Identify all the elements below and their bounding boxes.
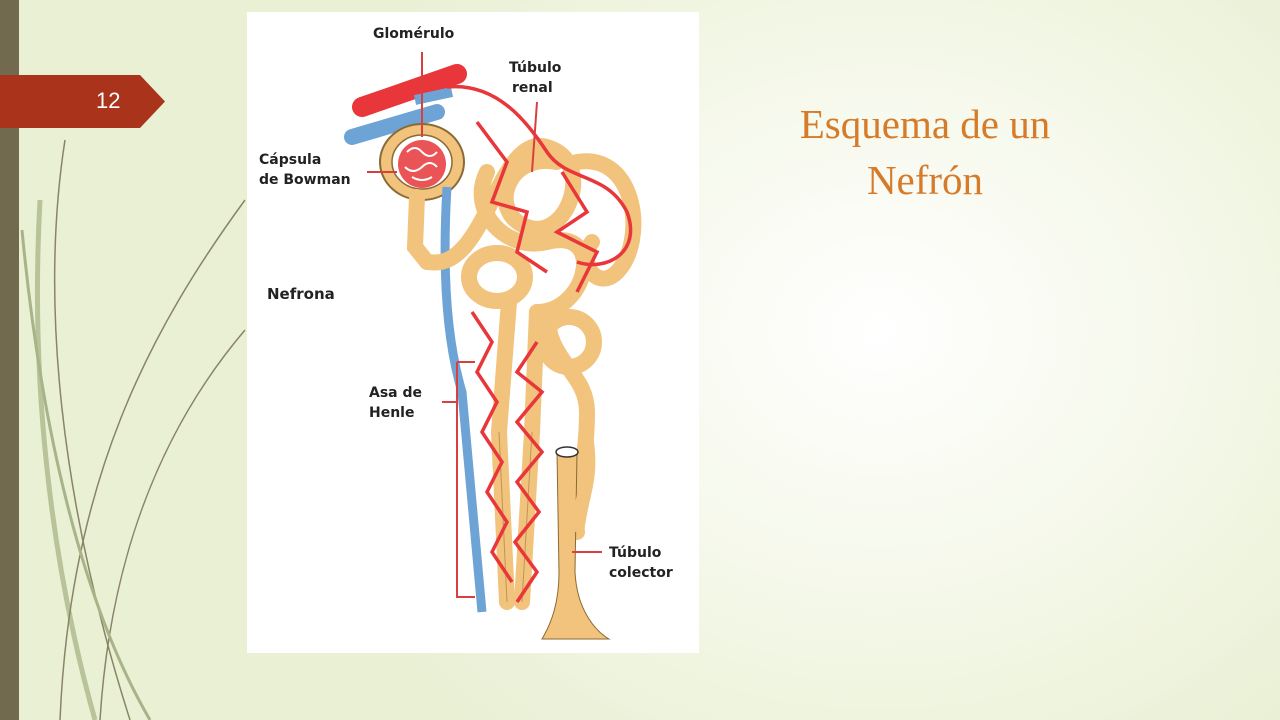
label-tubulo-colector-line2: colector bbox=[609, 565, 673, 581]
label-nefrona: Nefrona bbox=[267, 285, 335, 303]
label-asa-de-henle-line1: Asa de bbox=[369, 385, 422, 401]
slide-title: Esquema de un Nefrón bbox=[760, 96, 1090, 208]
decorative-curves bbox=[20, 139, 246, 720]
label-capsula-line2: de Bowman bbox=[259, 172, 351, 188]
slide-title-line2: Nefrón bbox=[866, 157, 984, 203]
label-tubulo-colector-line1: Túbulo bbox=[609, 545, 662, 561]
label-glomerulo: Glomérulo bbox=[373, 26, 455, 42]
page-number-tab bbox=[0, 75, 165, 128]
slide-title-line1: Esquema de un bbox=[799, 101, 1051, 147]
nephron-diagram: Glomérulo Túbulo renal Cápsula de Bowman… bbox=[247, 12, 699, 653]
page-number: 12 bbox=[96, 88, 121, 113]
label-capsula-line1: Cápsula bbox=[259, 152, 321, 168]
label-tubulo-renal-line1: Túbulo bbox=[509, 60, 562, 76]
label-tubulo-renal-line2: renal bbox=[512, 80, 553, 96]
left-accent-bar bbox=[0, 0, 19, 720]
label-asa-de-henle-line2: Henle bbox=[369, 405, 414, 421]
